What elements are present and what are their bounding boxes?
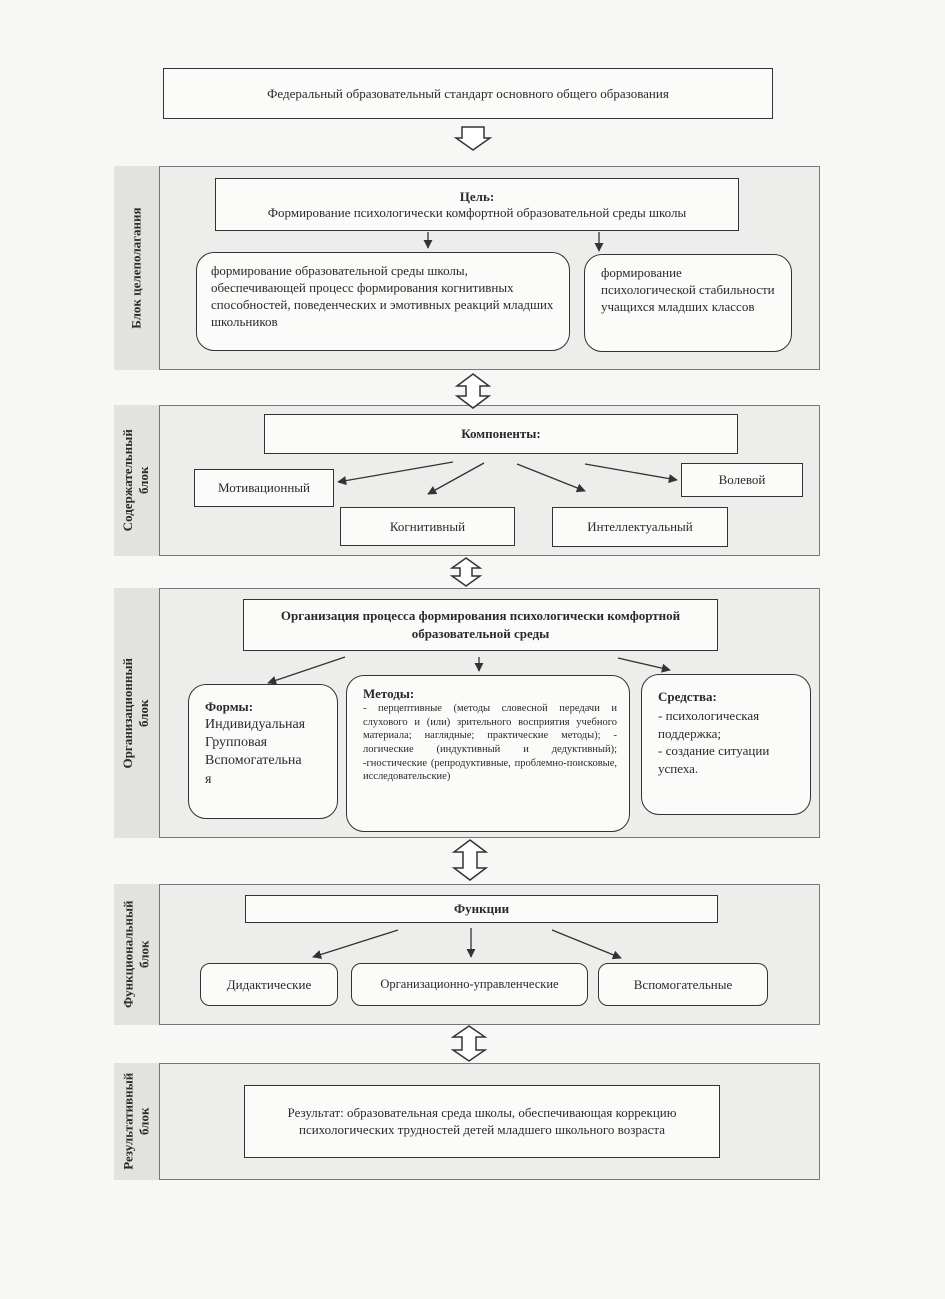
result-block-label: Результативный блок	[114, 1063, 160, 1180]
organizational-block-label: Организационный блок	[114, 588, 160, 838]
double-arrow-icon	[449, 557, 483, 587]
functions-box: Функции	[245, 895, 718, 923]
function-didactic: Дидактические	[200, 963, 338, 1006]
goal-box: Цель: Формирование психологически комфор…	[215, 178, 739, 231]
means-item: - создание ситуации успеха.	[658, 743, 770, 776]
function-auxiliary: Вспомогательные	[598, 963, 768, 1006]
component-volitional: Волевой	[681, 463, 803, 497]
form-item: Групповая	[205, 735, 268, 751]
down-arrow-icon	[453, 126, 493, 151]
means-title: Средства:	[658, 689, 717, 704]
function-organizational: Организационно-управленческие	[351, 963, 588, 1006]
goal-title: Цель:	[459, 188, 495, 204]
form-item: Вспомогательна	[205, 753, 302, 769]
goal-sub-right: формирование психологической стабильност…	[584, 254, 792, 352]
component-intellectual: Интеллектуальный	[552, 507, 728, 547]
double-arrow-icon	[454, 373, 492, 409]
result-box: Результат: образовательная среда школы, …	[244, 1085, 720, 1158]
forms-title: Формы:	[205, 699, 254, 714]
component-motivational: Мотивационный	[194, 469, 334, 507]
functional-block-label: Функциональный блок	[114, 884, 160, 1025]
organization-title-box: Организация процесса формирования психол…	[243, 599, 718, 651]
forms-box: Формы: Индивидуальная Групповая Вспомога…	[188, 684, 338, 819]
double-arrow-icon	[450, 1025, 488, 1062]
goal-sub-left: формирование образовательной среды школы…	[196, 252, 570, 351]
methods-text: - перцептивные (методы словесной передач…	[363, 703, 617, 783]
means-box: Средства: - психологическая поддержка; -…	[641, 674, 811, 815]
standard-text: Федеральный образовательный стандарт осн…	[267, 85, 669, 101]
component-cognitive: Когнитивный	[340, 507, 515, 546]
content-block-label: Содержательный блок	[114, 405, 160, 556]
double-arrow-icon	[451, 839, 489, 881]
form-item: я	[205, 771, 212, 787]
means-item: - психологическая поддержка;	[658, 708, 760, 741]
methods-title: Методы:	[363, 686, 415, 701]
target-block-label: Блок целеполагания	[114, 166, 160, 370]
goal-text: Формирование психологически комфортной о…	[267, 204, 687, 220]
standard-box: Федеральный образовательный стандарт осн…	[163, 68, 773, 119]
methods-box: Методы: - перцептивные (методы словесной…	[346, 675, 630, 832]
components-box: Компоненты:	[264, 414, 738, 454]
form-item: Индивидуальная	[205, 717, 306, 732]
